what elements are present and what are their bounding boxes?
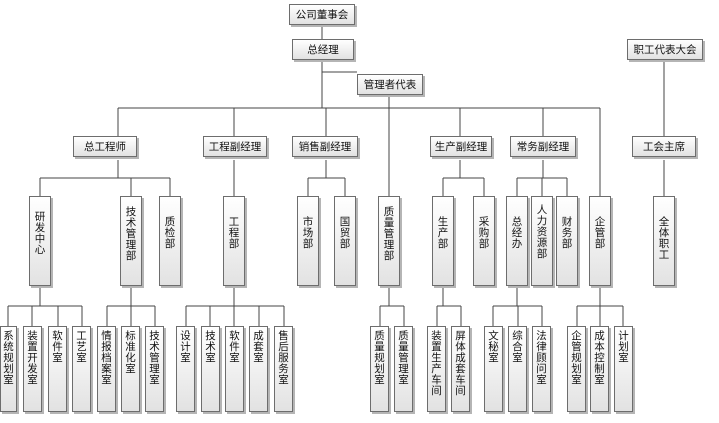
node-off-cost-control: 成本控制室	[590, 326, 609, 412]
node-union-chair: 工会主席	[632, 136, 696, 157]
node-chief-engineer: 总工程师	[73, 136, 137, 157]
node-dept-finance: 财务部	[556, 196, 578, 286]
node-off-standardization: 标准化室	[121, 326, 140, 412]
node-off-legal: 法律顾问室	[532, 326, 551, 412]
node-off-quality-mgmt: 质量管理室	[394, 326, 413, 412]
node-off-design: 设计室	[176, 326, 195, 412]
node-off-assembly: 成套室	[249, 326, 268, 412]
node-off-enterprise-planning: 企管规划室	[567, 326, 586, 412]
node-dept-engineering: 工程部	[223, 196, 245, 286]
node-deputy-sales: 销售副经理	[292, 136, 358, 157]
node-off-cabinet-workshop: 屏体成套车间	[451, 326, 470, 412]
node-off-system-planning: 系统规划室	[0, 326, 17, 412]
node-dept-tech-mgmt: 技术管理部	[120, 196, 142, 286]
node-dept-gm-office: 总经办	[506, 196, 528, 286]
node-dept-hr: 人力资源部	[531, 196, 553, 286]
node-off-info-archive: 情报档案室	[97, 326, 116, 412]
node-dept-enterprise-mgmt: 企管部	[589, 196, 611, 286]
node-off-software-2: 软件室	[225, 326, 244, 412]
node-dept-trade: 国贸部	[334, 196, 356, 286]
node-all-staff: 全体职工	[653, 196, 675, 286]
node-off-general: 综合室	[508, 326, 527, 412]
node-off-equipment-dev: 装置开发室	[23, 326, 42, 412]
node-dept-rd: 研发中心	[29, 196, 51, 286]
node-off-process: 工艺室	[72, 326, 91, 412]
node-off-software: 软件室	[48, 326, 67, 412]
node-dept-production: 生产部	[432, 196, 454, 286]
node-dept-purchasing: 采购部	[473, 196, 495, 286]
node-deputy-engineering: 工程副经理	[203, 136, 267, 157]
node-deputy-business: 常务副经理	[510, 136, 576, 157]
node-off-tech-mgmt: 技术管理室	[145, 326, 164, 412]
node-gm: 总经理	[292, 39, 354, 60]
node-off-technical: 技术室	[201, 326, 220, 412]
node-dept-market: 市场部	[297, 196, 319, 286]
node-off-device-workshop: 装置生产车间	[427, 326, 446, 412]
node-deputy-production: 生产副经理	[430, 136, 492, 157]
node-dept-quality-mgmt: 质量管理部	[378, 196, 400, 286]
node-off-after-sales: 售后服务室	[274, 326, 293, 412]
node-off-planning: 计划室	[614, 326, 633, 412]
node-board: 公司董事会	[289, 4, 355, 25]
node-management-rep: 管理者代表	[357, 74, 423, 95]
node-off-quality-planning: 质量规划室	[370, 326, 389, 412]
node-dept-qc: 质检部	[159, 196, 181, 286]
node-workers-congress: 职工代表大会	[627, 39, 703, 60]
node-off-secretarial: 文秘室	[484, 326, 503, 412]
